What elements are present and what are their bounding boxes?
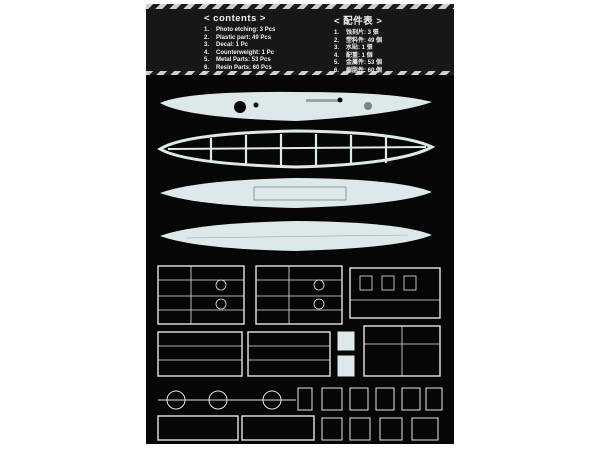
item-number: 5. (204, 57, 210, 64)
item-text: Decal: 1 Pc (216, 42, 249, 49)
item-text: Metal Parts: 53 Pcs (216, 57, 271, 64)
item-text: 金屬件: 53 個 (346, 60, 383, 67)
pe-fret-2 (241, 415, 315, 441)
item-number: 2. (204, 34, 210, 41)
parts-artwork (157, 91, 443, 441)
item-number: 2. (334, 37, 340, 44)
item-text: 配重: 1 個 (346, 52, 373, 59)
hazard-stripe-top (146, 4, 454, 9)
hull-frame-part (157, 129, 436, 169)
parts-list-title: < 配件表 > (334, 16, 383, 27)
item-number: 4. (334, 52, 340, 59)
contents-title: < contents > (204, 13, 266, 24)
sprue-frame-a (157, 265, 245, 325)
parts-list: 1. 蚀刻片: 3 張 2. 塑料件: 49 個 3. 水貼: 1 張 4. 配重: 1… (334, 30, 382, 76)
hull-half-part (160, 221, 432, 251)
item-number: 6. (204, 64, 210, 71)
sprue-frame-d (157, 331, 243, 377)
parts-list-item: 2. 塑料件: 49 個 (334, 38, 382, 46)
sprue-frames (157, 265, 441, 441)
item-number: 1. (204, 27, 210, 33)
fitting-parts (158, 331, 443, 441)
deck-detail (306, 99, 338, 102)
item-number: 3. (334, 45, 340, 52)
hull-half-part (160, 178, 432, 208)
hull-frame-keel (167, 146, 427, 150)
hull-half-recess (253, 186, 347, 201)
item-number: 6. (334, 67, 340, 74)
parts-list-item: 1. 蚀刻片: 3 張 (334, 30, 382, 38)
item-number: 5. (334, 60, 340, 67)
parts-list-item: 4. 配重: 1 個 (334, 53, 382, 61)
parts-list-item: 6. 樹脂件: 60 個 (334, 68, 382, 76)
item-text: Counterweight: 1 Pc (216, 49, 275, 56)
deck-detail (364, 102, 372, 110)
item-number: 3. (204, 42, 210, 49)
contents-item: 2. Plastic part: 49 Pcs (204, 35, 275, 43)
deck-detail (253, 102, 259, 108)
item-text: 塑料件: 49 個 (346, 37, 383, 44)
deck-detail (234, 101, 246, 113)
contents-item: 4. Counterweight: 1 Pc (204, 50, 275, 58)
sprue-frame-c (349, 267, 441, 319)
contents-header: < contents > 1. Photo etching: 3 Pcs 2. Pl… (146, 4, 454, 76)
main-deck-part (160, 91, 432, 121)
parts-list-item: 5. 金屬件: 53 個 (334, 60, 382, 68)
item-text: 蚀刻片: 3 張 (346, 30, 379, 36)
contents-item: 5. Metal Parts: 53 Pcs (204, 57, 275, 65)
parts-list-column: < 配件表 > 1. 蚀刻片: 3 張 2. 塑料件: 49 個 3. 水貼: 1 張… (334, 13, 382, 76)
item-text: Photo etching: 3 Pcs (216, 27, 276, 33)
contents-item: 3. Decal: 1 Pc (204, 42, 275, 50)
deck-detail (337, 97, 343, 103)
hull-frame-ribs (209, 134, 388, 166)
item-text: 樹脂件: 60 個 (346, 67, 383, 74)
hull-half-waterline (185, 234, 409, 239)
sprue-frame-e (247, 331, 331, 377)
parts-list-item: 3. 水貼: 1 張 (334, 45, 382, 53)
contents-item: 1. Photo etching: 3 Pcs (204, 27, 275, 35)
item-number: 4. (204, 49, 210, 56)
hull-parts (157, 91, 436, 251)
sprue-frame-b (255, 265, 343, 325)
parts-sheet: < contents > 1. Photo etching: 3 Pcs 2. Pl… (146, 4, 454, 444)
item-number: 1. (334, 30, 340, 36)
item-text: 水貼: 1 張 (346, 45, 373, 52)
contents-list: 1. Photo etching: 3 Pcs 2. Plastic part: 4… (204, 27, 275, 73)
contents-column: < contents > 1. Photo etching: 3 Pcs 2. Pl… (204, 13, 275, 73)
sprue-details (158, 266, 440, 376)
contents-item: 6. Resin Parts: 60 Pcs (204, 65, 275, 73)
item-text: Resin Parts: 60 Pcs (216, 64, 272, 71)
item-text: Plastic part: 49 Pcs (216, 34, 272, 41)
hazard-stripe-bottom (146, 71, 454, 75)
pe-fret-1 (157, 415, 239, 441)
